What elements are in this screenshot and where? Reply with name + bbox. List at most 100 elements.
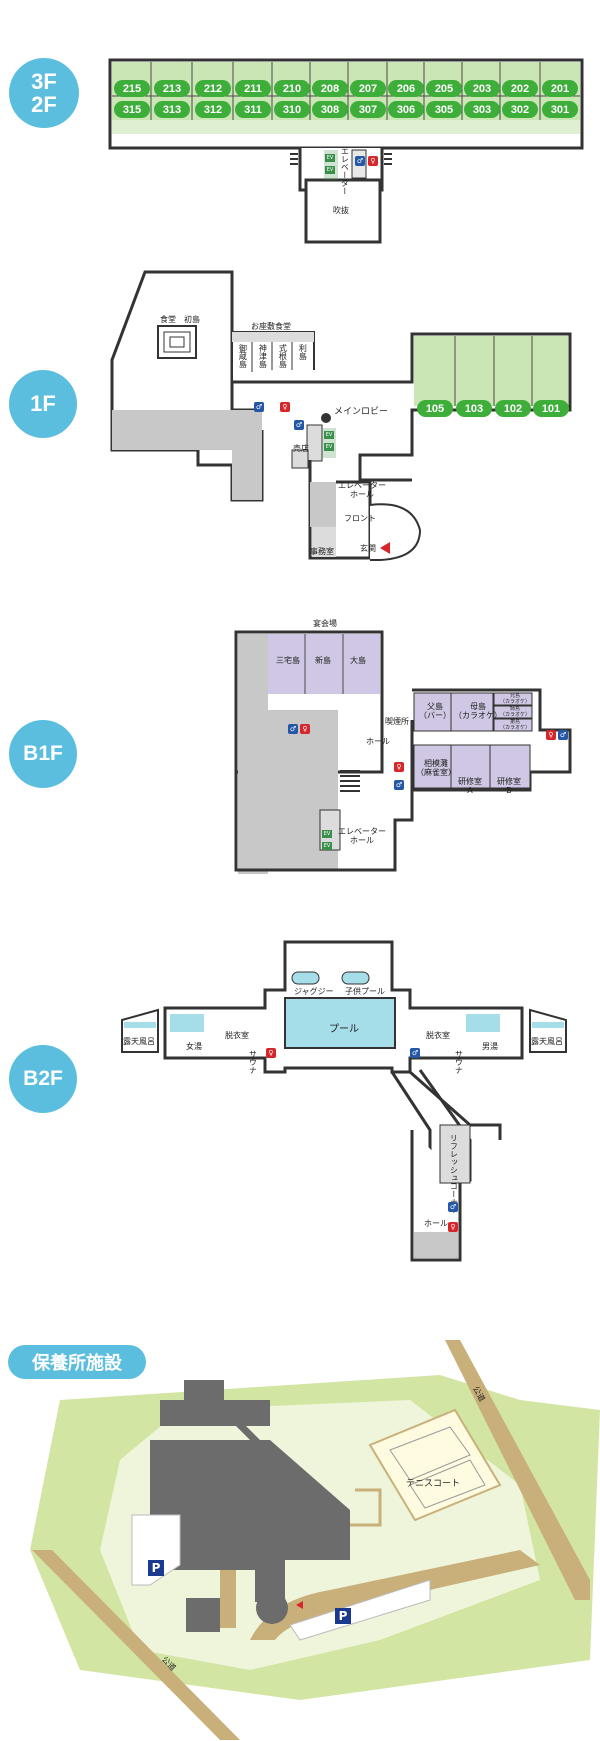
pool-label: プール <box>329 1024 359 1035</box>
room-303: 303 <box>464 101 500 118</box>
women-wc-icon: ♀ <box>300 724 310 734</box>
room-205: 205 <box>426 80 462 97</box>
women-wc-icon: ♀ <box>546 730 556 740</box>
outdoor-bath-right-label: 露天風呂 <box>531 1037 563 1046</box>
smoking-area-label: 喫煙所 <box>385 717 409 726</box>
room-302: 302 <box>502 101 538 118</box>
elevator-icon: EV <box>322 842 332 850</box>
room-306: 306 <box>388 101 424 118</box>
mens-bath-label: 男湯 <box>482 1042 498 1051</box>
refresh-corner-label: リフレッシュコーナー <box>449 1134 459 1214</box>
floor-1-plan <box>110 270 572 561</box>
training-room-a: 研修室 A <box>458 777 482 795</box>
floor-b2-plan <box>121 940 567 1262</box>
shop-label: 売店 <box>293 444 309 453</box>
room-201: 201 <box>542 80 578 97</box>
room-chichijima: 父島 （バー） <box>419 702 451 720</box>
jacuzzi-label: ジャグジー <box>294 987 334 996</box>
changing-room-left-label: 脱衣室 <box>225 1031 249 1040</box>
site-title: 保養所施設 <box>8 1345 146 1379</box>
elevator-icon: EV <box>324 431 334 439</box>
room-213: 213 <box>154 80 190 97</box>
room-oshima: 大島 <box>350 656 366 665</box>
parking-icon: P <box>148 1560 164 1576</box>
entrance-label: 玄関 <box>360 544 376 553</box>
room-203: 203 <box>464 80 500 97</box>
hall-label: ホール <box>366 737 390 746</box>
dining-label: 食堂 初島 <box>160 315 200 324</box>
main-lobby-label: メインロビー <box>334 407 389 417</box>
room-anejima: 姉島 （カラオケ） <box>500 706 531 718</box>
room-308: 308 <box>312 101 348 118</box>
room-mikurajima: 御蔵島 <box>238 344 248 368</box>
room-206: 206 <box>388 80 424 97</box>
changing-room-right-label: 脱衣室 <box>426 1031 450 1040</box>
room-shikinejima: 式根島 <box>278 344 288 368</box>
front-label: フロント <box>344 514 376 523</box>
room-212: 212 <box>195 80 231 97</box>
training-room-b: 研修室 B <box>497 777 521 795</box>
women-wc-icon: ♀ <box>266 1048 276 1058</box>
room-mahjong: 相模灘 （麻雀室） <box>416 759 456 777</box>
room-207: 207 <box>350 80 386 97</box>
atrium-label: 吹抜 <box>333 206 349 215</box>
room-kozushima: 神津島 <box>258 344 268 368</box>
sauna-left-label: サウナ <box>248 1050 258 1074</box>
parking-icon: P <box>335 1608 351 1624</box>
room-305: 305 <box>426 101 462 118</box>
ozashiki-label: お座敷食堂 <box>251 322 291 331</box>
room-202: 202 <box>502 80 538 97</box>
room-215: 215 <box>114 80 150 97</box>
room-toshima: 利島 <box>298 344 308 360</box>
sauna-right-label: サウナ <box>454 1050 464 1074</box>
room-miyakejima: 三宅島 <box>276 656 300 665</box>
room-anijima: 兄島 （カラオケ） <box>500 693 531 705</box>
floor-badge-3f: 3F <box>31 68 57 94</box>
room-103: 103 <box>456 400 492 417</box>
men-wc-icon: ♂ <box>448 1202 458 1212</box>
banquet-label: 宴会場 <box>313 619 337 628</box>
room-208: 208 <box>312 80 348 97</box>
womens-bath-label: 女湯 <box>186 1042 202 1051</box>
women-wc-icon: ♀ <box>394 762 404 772</box>
hall-label: ホール <box>424 1219 448 1228</box>
room-313: 313 <box>154 101 190 118</box>
floor-badge-b2f: B2F <box>9 1045 77 1113</box>
room-301: 301 <box>542 101 578 118</box>
floor-badge-2f: 2F <box>31 92 57 117</box>
elevator-hall-label: エレベーター ホール <box>338 827 386 845</box>
men-wc-icon: ♂ <box>294 420 304 430</box>
elevator-icon: EV <box>325 154 335 162</box>
women-wc-icon: ♀ <box>448 1222 458 1232</box>
floor-badge-b1f: B1F <box>9 720 77 788</box>
men-wc-icon: ♂ <box>558 730 568 740</box>
elevator-label: エレベーター <box>340 147 350 195</box>
room-307: 307 <box>350 101 386 118</box>
elevator-hall-label: エレベーター ホール <box>338 481 386 499</box>
room-311: 311 <box>235 101 271 118</box>
room-210: 210 <box>274 80 310 97</box>
floor-b1-plan <box>234 630 572 874</box>
room-105: 105 <box>417 400 453 417</box>
room-ototojima: 弟島 （カラオケ） <box>500 719 531 731</box>
men-wc-icon: ♂ <box>288 724 298 734</box>
site-map <box>30 1340 600 1740</box>
room-niijima: 新島 <box>315 656 331 665</box>
men-wc-icon: ♂ <box>355 156 365 166</box>
elevator-icon: EV <box>322 830 332 838</box>
men-wc-icon: ♂ <box>254 402 264 412</box>
room-315: 315 <box>114 101 150 118</box>
elevator-icon: EV <box>324 443 334 451</box>
tennis-court-label: テニスコート <box>406 1479 461 1489</box>
men-wc-icon: ♂ <box>410 1048 420 1058</box>
room-211: 211 <box>235 80 271 97</box>
women-wc-icon: ♀ <box>280 402 290 412</box>
room-312: 312 <box>195 101 231 118</box>
floor-23-plan <box>108 58 584 244</box>
floor-badge-1f: 1F <box>9 370 77 438</box>
entrance-arrow-icon <box>380 542 390 554</box>
room-310: 310 <box>274 101 310 118</box>
office-label: 事務室 <box>310 547 334 556</box>
elevator-icon: EV <box>325 166 335 174</box>
